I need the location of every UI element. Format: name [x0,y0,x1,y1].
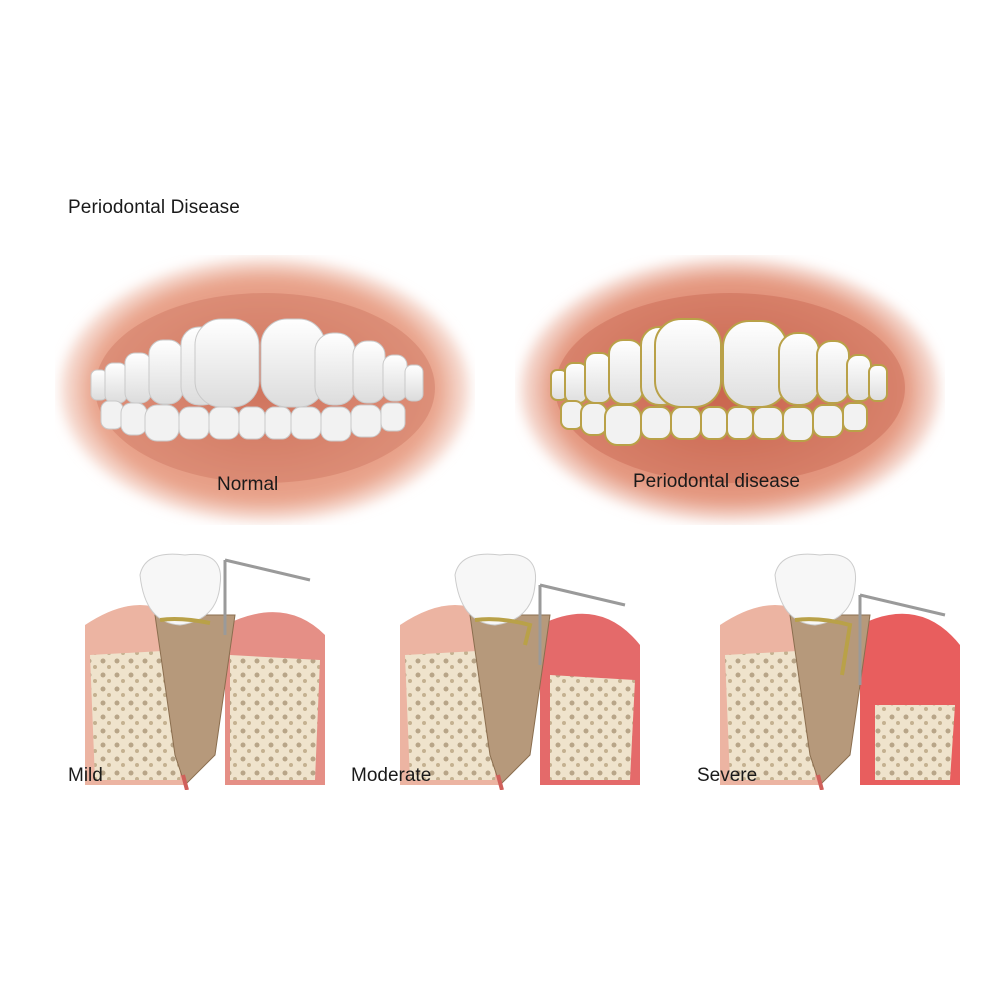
moderate-cross-section [400,545,640,790]
moderate-label: Moderate [351,765,432,786]
periodontal-disease-label: Periodontal disease [633,471,800,492]
diagram-title: Periodontal Disease [68,197,240,218]
severe-label: Severe [697,765,758,786]
severe-cross-section [720,545,960,790]
normal-label: Normal [217,474,279,495]
periodontal-disease-mouth-illustration [515,255,945,525]
mild-label: Mild [68,765,103,786]
mild-cross-section [85,545,325,790]
normal-mouth-illustration [55,255,475,525]
